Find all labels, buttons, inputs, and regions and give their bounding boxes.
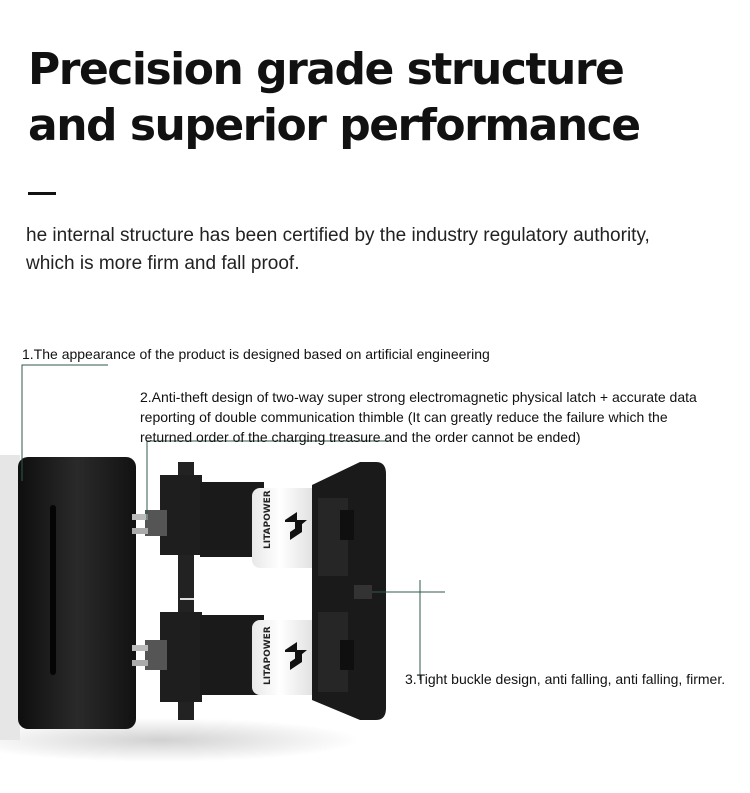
title-line-2: and superior performance [28,100,641,151]
callout-3: 3.Tight buckle design, anti falling, ant… [405,671,726,687]
main-housing [18,457,136,729]
power-bank-lower: LITAPOWER [252,620,322,695]
lightning-bolt-logo-icon [285,642,307,670]
callout-2-line-1: 2.Anti-theft design of two-way super str… [140,389,697,405]
title-line-1: Precision grade structure [28,44,625,95]
description: he internal structure has been certified… [26,222,726,278]
brand-label-lower: LITAPOWER [263,626,273,685]
leader-line-1 [21,364,108,481]
callout-1: 1.The appearance of the product is desig… [22,346,490,362]
brand-label-upper: LITAPOWER [263,490,273,549]
floor-shadow [0,718,360,762]
upper-latch-module [132,462,264,612]
callout-2-line-3: returned order of the charging treasure … [140,429,581,445]
lower-latch-module [132,600,264,720]
callout-2: 2.Anti-theft design of two-way super str… [140,387,730,447]
buckle-housing [312,462,386,720]
lightning-bolt-logo-icon [285,512,307,540]
housing-edge-shade [0,455,20,740]
leader-line-2 [146,440,390,520]
title-divider [28,192,56,195]
description-line-1: he internal structure has been certified… [26,225,650,246]
callout-2-line-2: reporting of double communication thimbl… [140,409,668,425]
power-bank-upper: LITAPOWER [252,488,322,568]
description-line-2: which is more firm and fall proof. [26,253,300,274]
page-title: Precision grade structure and superior p… [28,42,641,154]
